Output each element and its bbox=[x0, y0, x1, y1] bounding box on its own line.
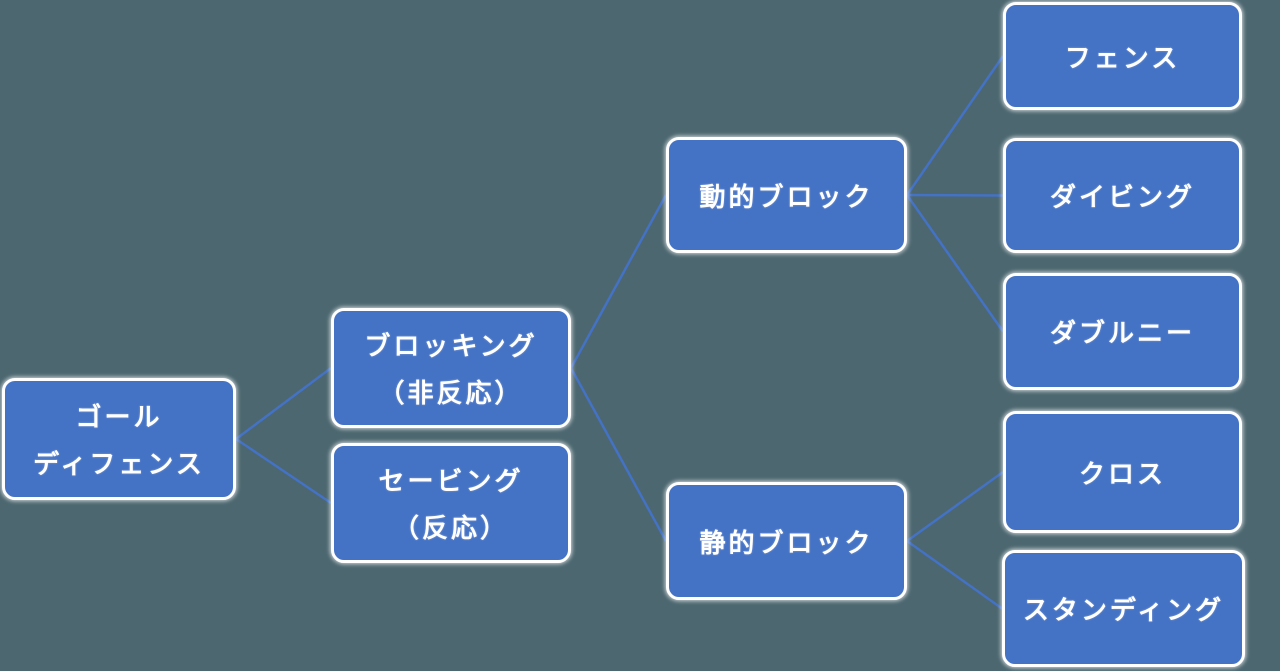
node-double-knee: ダブルニー bbox=[1003, 273, 1242, 390]
node-label: セービング bbox=[378, 467, 524, 497]
node-label: スタンディング bbox=[1022, 596, 1225, 625]
node-static-block: 静的ブロック bbox=[666, 482, 907, 600]
node-saving: セービング （反応） bbox=[331, 443, 571, 563]
node-label: ダイビング bbox=[1049, 183, 1195, 212]
node-diving: ダイビング bbox=[1003, 138, 1242, 253]
node-label: （非反応） bbox=[378, 378, 524, 408]
node-label: 静的ブロック bbox=[699, 528, 874, 558]
node-blocking: ブロッキング （非反応） bbox=[331, 308, 571, 428]
node-label: ディフェンス bbox=[33, 450, 205, 479]
node-label: ダブルニー bbox=[1049, 319, 1195, 348]
node-cross: クロス bbox=[1003, 411, 1242, 533]
node-standing: スタンディング bbox=[1002, 550, 1245, 667]
node-label: ブロッキング bbox=[364, 332, 538, 362]
node-dynamic-block: 動的ブロック bbox=[666, 137, 907, 253]
node-label: 動的ブロック bbox=[699, 182, 874, 212]
node-label: （反応） bbox=[392, 513, 509, 543]
node-fence: フェンス bbox=[1003, 2, 1242, 110]
node-label: クロス bbox=[1078, 459, 1166, 489]
node-goal-defense: ゴール ディフェンス bbox=[2, 378, 236, 500]
node-label: ゴール bbox=[75, 403, 163, 432]
node-label: フェンス bbox=[1064, 43, 1181, 73]
